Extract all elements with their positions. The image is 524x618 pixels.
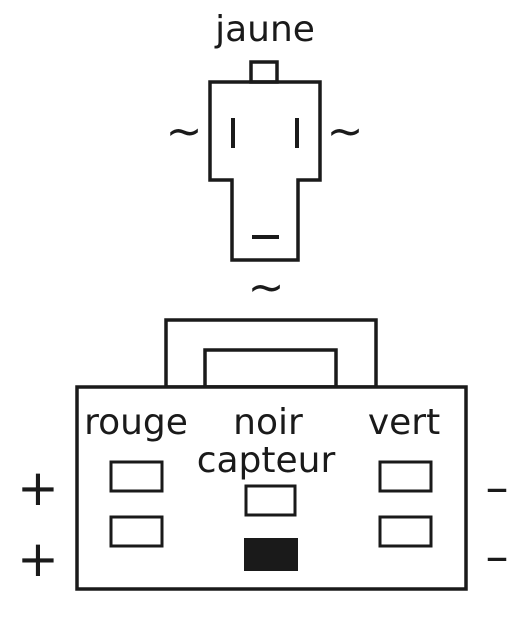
socket-latch-outer bbox=[164, 318, 378, 389]
sign-left-bottom: + bbox=[17, 530, 59, 588]
sign-right-top: – bbox=[486, 460, 509, 514]
socket-slot-center-bottom-filled bbox=[244, 538, 298, 571]
socket-slot-center-top bbox=[244, 484, 297, 517]
socket-label-vert: vert bbox=[368, 402, 440, 443]
socket-label-capteur: capteur bbox=[197, 440, 336, 481]
socket-label-rouge: rouge bbox=[84, 402, 188, 443]
plug-tilde-bottom: ~ bbox=[248, 262, 285, 313]
sign-left-top: + bbox=[17, 459, 59, 517]
plug-tilde-left: ~ bbox=[166, 106, 203, 157]
plug-tilde-right: ~ bbox=[327, 106, 364, 157]
plug-body bbox=[208, 80, 322, 262]
plug-label-jaune: jaune bbox=[214, 9, 315, 50]
socket-label-noir: noir bbox=[233, 402, 303, 443]
socket-slot-left-bottom bbox=[109, 515, 164, 548]
plug-top-tab bbox=[249, 60, 279, 84]
socket-slot-right-top bbox=[378, 460, 433, 493]
socket-slot-right-bottom bbox=[378, 515, 433, 548]
socket-slot-left-top bbox=[109, 460, 164, 493]
socket-latch-inner bbox=[203, 348, 338, 389]
sign-right-bottom: – bbox=[486, 529, 509, 583]
